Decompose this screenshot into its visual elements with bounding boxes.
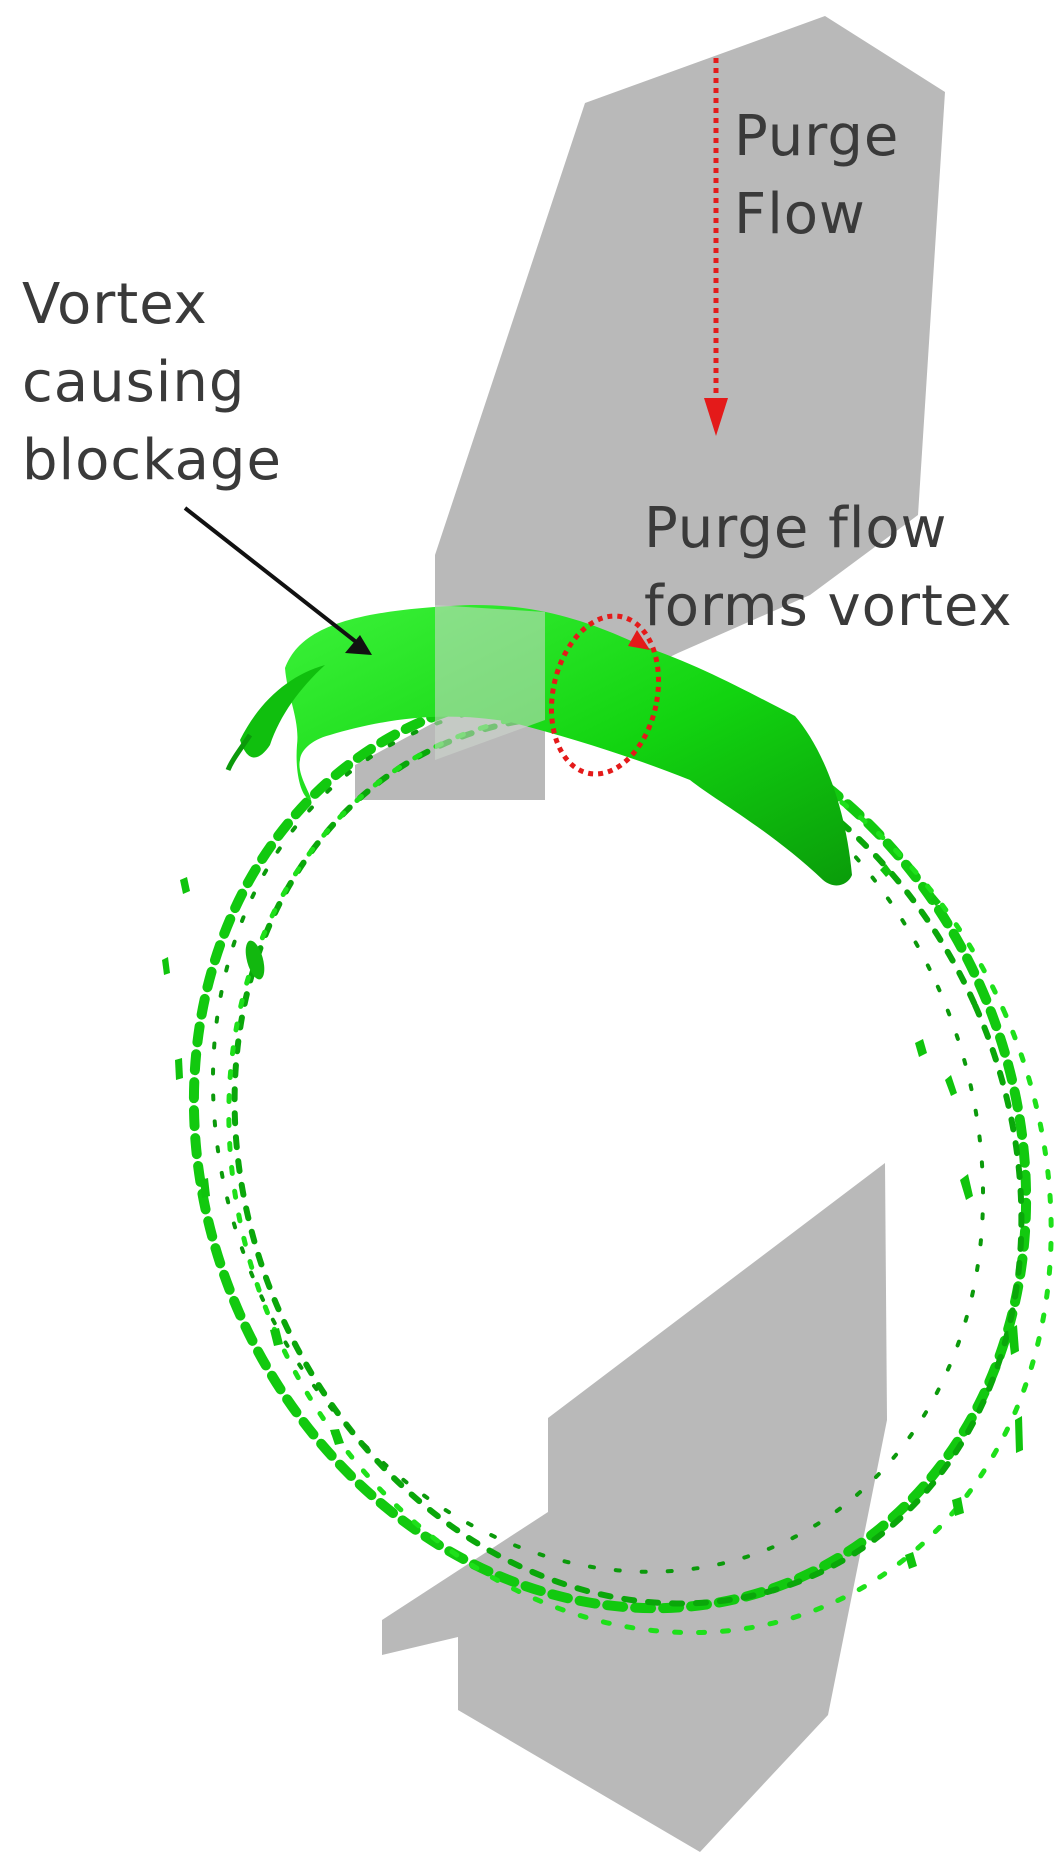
purge-flow-label: Purge Flow — [734, 98, 899, 254]
vortex-blockage-line-2: causing — [22, 350, 246, 415]
pointer-arrow-icon — [183, 506, 372, 655]
purge-forms-vortex-line-2: forms vortex — [644, 574, 1013, 639]
purge-flow-line-1: Purge — [734, 104, 900, 169]
vortex-blockage-line-1: Vortex — [22, 272, 208, 337]
lower-blade — [382, 1163, 887, 1852]
vortex-blockage-line-3: blockage — [22, 428, 282, 493]
purge-forms-vortex-line-1: Purge flow — [644, 496, 948, 561]
upper-blade — [355, 16, 945, 800]
vortex-blockage-label: Vortex causing blockage — [22, 266, 282, 500]
horn-vortex — [225, 604, 852, 980]
purge-flow-line-2: Flow — [734, 182, 866, 247]
purge-flow-arrow-icon — [704, 58, 728, 436]
vortex-marker-icon — [548, 613, 662, 777]
purge-forms-vortex-label: Purge flow forms vortex — [644, 490, 1013, 646]
blade-overlay — [435, 605, 545, 760]
